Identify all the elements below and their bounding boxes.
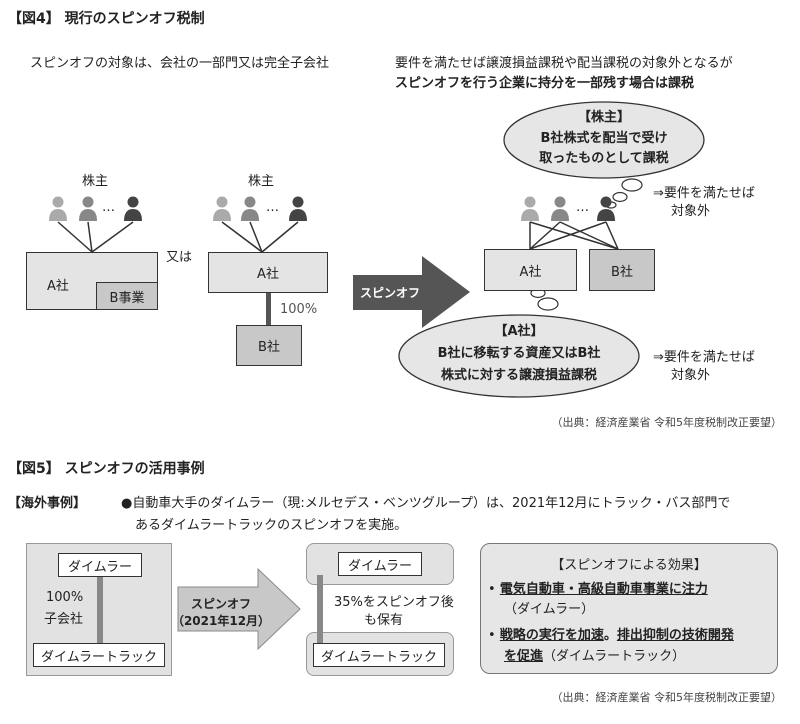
daimler-box-after: ダイムラー — [338, 552, 422, 576]
fig5-arrow-line2: （2021年12月） — [171, 614, 271, 628]
bubble-top-line2: 取ったものとして課税 — [539, 151, 669, 166]
ellipsis-left: … — [102, 200, 115, 215]
effect2-bullet: • — [488, 628, 496, 643]
effect2-part3: を促進 — [504, 649, 544, 664]
bubble-bottom-title: 【A社】 — [494, 324, 544, 339]
fig5-source: （出典：経済産業省 令和5年度税制改正要望） — [551, 691, 783, 704]
effect1-sub: （ダイムラー） — [504, 602, 595, 617]
note-top-line2: 対象外 — [671, 204, 711, 219]
company-b-middle-label: B社 — [258, 340, 280, 355]
note-bottom-line2: 対象外 — [671, 368, 711, 383]
ellipsis-right: … — [576, 200, 589, 215]
division-b: B事業 — [96, 282, 158, 310]
company-a-right-label: A社 — [519, 264, 542, 280]
overseas-label: 【海外事例】 — [8, 496, 87, 511]
fig5-arrow-line1: スピンオフ — [190, 597, 252, 611]
pct-label: 100% — [280, 302, 318, 317]
daimler-after-label: ダイムラー — [347, 558, 413, 574]
bubble-bottom-line1: B社に移転する資産又はB社 — [437, 346, 601, 361]
company-b-middle: B社 — [236, 325, 302, 366]
subsidiary-line1: 100% — [46, 590, 84, 605]
fig5-title: 【図5】 スピンオフの活用事例 — [8, 461, 205, 477]
effect2-sep: 。 — [603, 628, 617, 643]
effect2-sub: （ダイムラートラック） — [543, 649, 686, 664]
company-b-right-label: B社 — [611, 264, 633, 280]
company-a-left-label: A社 — [47, 279, 69, 294]
effects-panel — [480, 543, 778, 674]
note-top-line1: ⇒要件を満たせば — [653, 186, 755, 201]
fig4-subtitle-right-1: 要件を満たせば譲渡損益課税や配当課税の対象外となるが — [395, 56, 733, 71]
daimler-before-label: ダイムラー — [67, 559, 133, 575]
bubble-top-title: 【株主】 — [577, 110, 631, 125]
bubble-top-line1: B社株式を配当で受け — [540, 131, 668, 146]
retained-line2: も保有 — [364, 613, 404, 628]
effect2: • 戦略の実行を加速。排出抑制の技術開発 — [488, 624, 734, 643]
effect1-bullet: • — [488, 582, 496, 597]
daimler-truck-before-label: ダイムラートラック — [40, 649, 158, 665]
company-a-middle: A社 — [208, 252, 328, 293]
fig4-source: （出典：経済産業省 令和5年度税制改正要望） — [551, 416, 783, 429]
or-label: 又は — [166, 250, 193, 265]
company-a-right: A社 — [484, 249, 577, 291]
spinoff-arrow-shape — [353, 256, 470, 328]
effect1-main: 電気自動車・高級自動車事業に注力 — [499, 582, 708, 597]
fig5-desc-line2: あるダイムラートラックのスピンオフを実施。 — [135, 518, 408, 533]
before-connector — [97, 575, 103, 645]
effect2-part1: 戦略の実行を加速 — [499, 628, 604, 643]
retained-line1: 35%をスピンオフ後 — [334, 595, 454, 610]
spinoff-arrow-label: スピンオフ — [360, 286, 421, 300]
shareholders-label-left: 株主 — [82, 174, 109, 189]
subsidiary-line2: 子会社 — [44, 612, 84, 627]
effects-title: 【スピンオフによる効果】 — [551, 558, 707, 573]
company-b-right: B社 — [589, 249, 655, 291]
daimler-truck-box-before: ダイムラートラック — [33, 643, 165, 667]
fig5-desc-line1: ●自動車大手のダイムラー（現:メルセデス・ベンツグループ）は、2021年12月に… — [121, 496, 731, 511]
shareholders-label-middle: 株主 — [248, 174, 275, 189]
effect1: • 電気自動車・高級自動車事業に注力 — [488, 578, 708, 597]
effect2-line2: を促進（ダイムラートラック） — [504, 645, 685, 664]
daimler-box-before: ダイムラー — [58, 553, 142, 577]
effect2-part2: 排出抑制の技術開発 — [616, 628, 734, 643]
company-a-middle-label: A社 — [257, 267, 279, 282]
division-b-label: B事業 — [109, 290, 145, 306]
note-bottom-line1: ⇒要件を満たせば — [653, 350, 755, 365]
fig4-title: 【図4】 現行のスピンオフ税制 — [8, 11, 205, 27]
daimler-truck-after-label: ダイムラートラック — [320, 649, 438, 665]
fig4-subtitle-left: スピンオフの対象は、会社の一部門又は完全子会社 — [30, 56, 330, 71]
bubble-bottom-line2: 株式に対する譲渡損益課税 — [440, 368, 598, 383]
ellipsis-middle: … — [266, 200, 279, 215]
after-connector — [317, 575, 323, 645]
daimler-truck-box-after: ダイムラートラック — [313, 643, 445, 667]
fig4-subtitle-right-2: スピンオフを行う企業に持分を一部残す場合は課税 — [395, 76, 695, 91]
